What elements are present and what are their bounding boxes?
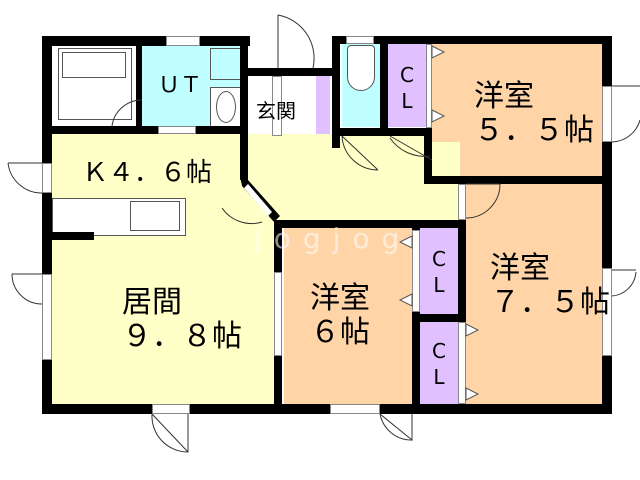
- wall: [42, 404, 612, 414]
- closet-label: C L: [432, 339, 446, 389]
- window: [346, 36, 374, 44]
- bathtub-inner: [62, 52, 126, 78]
- closet-label: C L: [432, 247, 446, 297]
- window: [166, 36, 200, 46]
- wall: [240, 36, 248, 180]
- wall: [424, 176, 612, 184]
- toilet-fixture: [347, 45, 375, 91]
- wall: [136, 44, 142, 126]
- window: [426, 44, 432, 128]
- closet-3: [420, 322, 458, 404]
- wall: [42, 36, 52, 414]
- wall: [274, 220, 466, 228]
- window: [458, 322, 466, 404]
- room-label-ut: ＵＴ: [158, 73, 203, 98]
- room-living: [52, 218, 274, 404]
- genkan-closet: [316, 76, 330, 136]
- wall: [412, 314, 464, 322]
- bathtub: [58, 48, 132, 120]
- wall: [42, 36, 250, 46]
- room-genkan: [248, 76, 316, 142]
- wall: [458, 176, 466, 408]
- closet-2: [420, 228, 458, 318]
- closet-label: C L: [400, 63, 414, 113]
- window: [272, 76, 282, 136]
- wall: [380, 36, 388, 136]
- room-western-55: [432, 42, 602, 176]
- window: [152, 404, 190, 414]
- room-label-western-55: 洋室 ５．５帖: [474, 79, 594, 148]
- room-label-living: 居間 ９．８帖: [122, 285, 242, 354]
- room-western-75: [466, 182, 602, 404]
- room-label-western-75: 洋室 ７．５帖: [490, 251, 610, 320]
- window: [458, 184, 466, 220]
- window: [158, 126, 196, 134]
- window: [330, 404, 380, 414]
- wall: [52, 232, 94, 240]
- window: [42, 274, 52, 360]
- wall: [602, 36, 612, 414]
- window: [412, 230, 420, 312]
- sink-oval: [216, 91, 236, 123]
- closet-1: [388, 42, 426, 127]
- kitchen-counter: [52, 198, 186, 236]
- room-western-6: [284, 228, 412, 404]
- wall: [248, 68, 340, 76]
- kitchen-sink: [130, 201, 180, 231]
- window: [42, 163, 52, 193]
- wall: [424, 128, 432, 178]
- room-label-western-6: 洋室 ６帖: [310, 281, 370, 350]
- room-label-kitchen: Ｋ４．６帖: [82, 158, 213, 188]
- wall: [42, 126, 248, 134]
- watermark: jogjog: [254, 222, 412, 255]
- wall: [332, 36, 340, 148]
- window: [602, 268, 612, 356]
- wall: [332, 36, 612, 44]
- room-label-genkan: 玄関: [256, 99, 296, 123]
- wall: [340, 128, 430, 136]
- window: [602, 86, 612, 142]
- window: [274, 272, 282, 356]
